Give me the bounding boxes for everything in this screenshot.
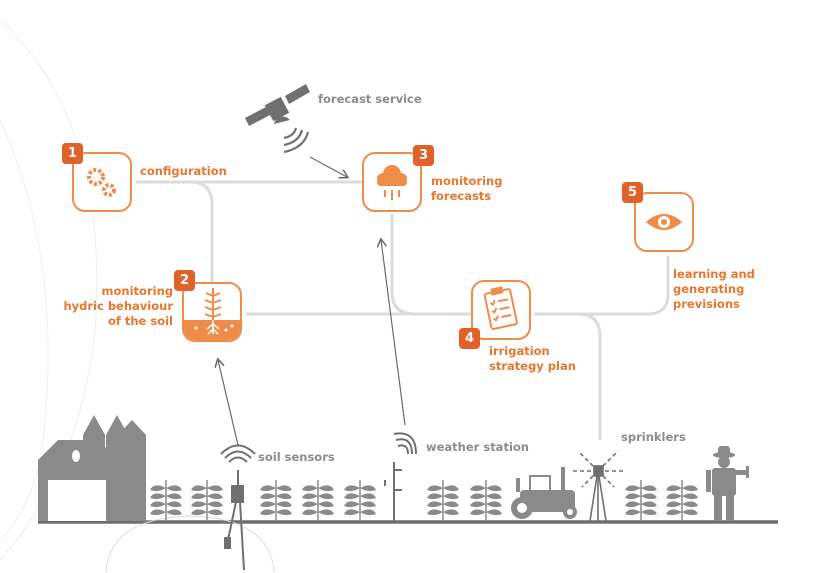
background-arc — [0, 119, 49, 541]
label-line: monitoring — [431, 174, 503, 188]
forecast-service-label: forecast service — [318, 92, 422, 106]
label-line: learning and — [673, 267, 755, 281]
label-line: forecasts — [431, 189, 492, 203]
plant-icon — [260, 480, 292, 521]
label-line: generating — [673, 282, 745, 296]
connector-lines — [136, 180, 670, 440]
sprinkler-icon — [573, 450, 623, 522]
weather-station-label: weather station — [426, 440, 529, 454]
tractor-icon — [511, 467, 577, 519]
crop-plants — [150, 480, 698, 521]
plant-icon — [666, 480, 698, 521]
label-line: hydric behaviour — [63, 299, 173, 313]
step-4-badge: 4 — [459, 328, 480, 349]
plant-icon — [470, 480, 502, 521]
clipboard-checklist-icon — [483, 286, 518, 330]
plant-icon — [427, 480, 459, 521]
gears-icon — [87, 168, 116, 197]
plant-icon — [625, 480, 657, 521]
label-line: strategy plan — [489, 359, 576, 373]
step-1-badge: 1 — [62, 143, 83, 164]
step-1-label: configuration — [140, 164, 227, 178]
step-5-badge: 5 — [622, 182, 643, 203]
step-2-badge: 2 — [174, 270, 195, 291]
label-line: previsions — [673, 297, 740, 311]
plant-soil-icon — [184, 288, 240, 340]
farmer-icon — [706, 446, 749, 521]
weather-station-icon — [384, 432, 417, 521]
rain-cloud-icon — [377, 165, 407, 200]
soil-sensor-icon — [220, 444, 256, 571]
label-line: monitoring — [101, 284, 173, 298]
eye-icon — [646, 214, 682, 230]
step-5-learning-box[interactable] — [634, 192, 694, 252]
plant-icon — [302, 480, 334, 521]
soil-sensors-label: soil sensors — [258, 450, 335, 464]
plant-icon — [150, 480, 182, 521]
step-4-irrigation-box[interactable] — [471, 280, 531, 340]
barn-icon — [38, 415, 146, 521]
step-2-soil-box[interactable] — [182, 282, 242, 342]
label-line: of the soil — [107, 314, 173, 328]
plant-icon — [344, 480, 376, 521]
satellite-icon — [245, 84, 310, 154]
label-line: irrigation — [489, 344, 550, 358]
sprinklers-label: sprinklers — [621, 430, 686, 444]
soil-section — [105, 515, 275, 573]
plant-icon — [191, 480, 223, 521]
step-3-forecasts-box[interactable] — [362, 152, 422, 212]
step-3-badge: 3 — [413, 145, 434, 166]
data-flow-arrows — [218, 156, 406, 446]
